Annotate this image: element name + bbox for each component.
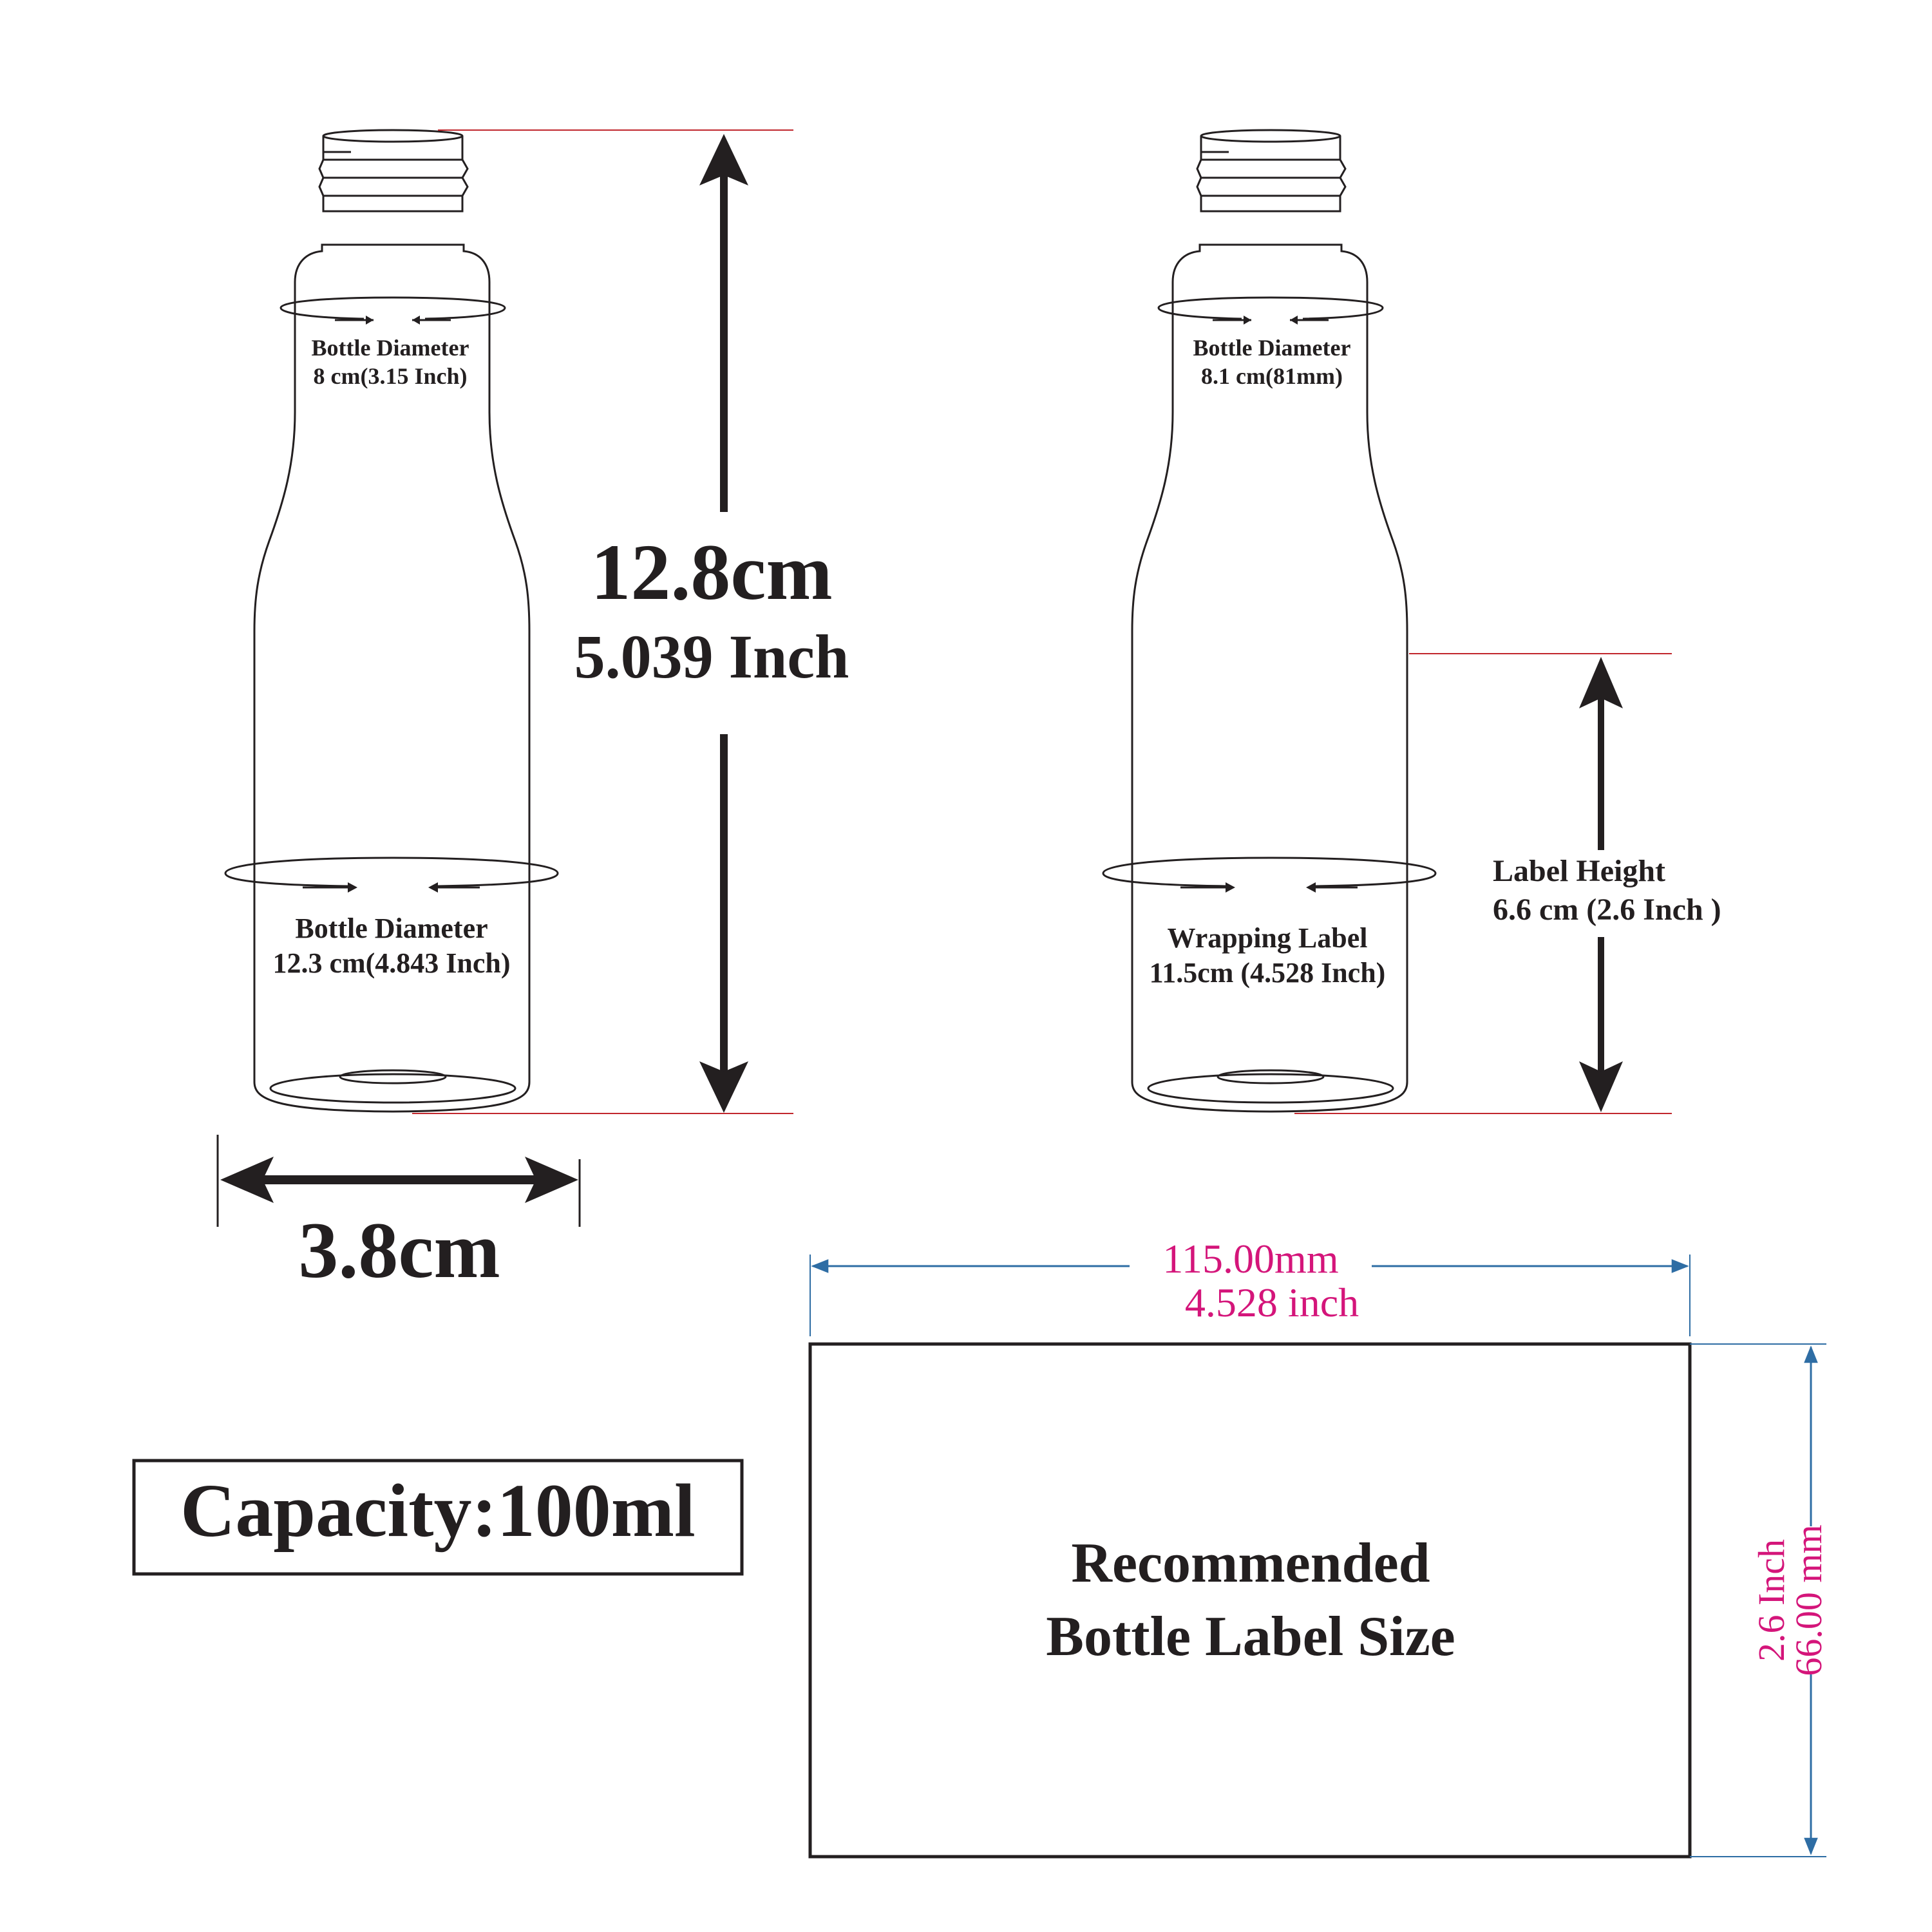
height-arrowhead-down [699, 1061, 748, 1113]
left-neck-diameter-ring [279, 296, 506, 320]
left-body-diameter-ring [224, 857, 559, 887]
left-neck-diameter-value: 8 cm(3.15 Inch) [314, 363, 468, 389]
left-bottle [224, 129, 559, 1113]
label-width-inch: 4.528 inch [1185, 1280, 1359, 1325]
right-bottle-base-inner [1217, 1069, 1325, 1084]
left-bottle-thread [318, 136, 469, 213]
left-neck-diameter-title: Bottle Diameter [312, 335, 469, 361]
label-height-arrowhead-up [1579, 657, 1623, 708]
width-arrowhead-right [525, 1157, 578, 1203]
left-body-diameter-value: 12.3 cm(4.843 Inch) [272, 947, 510, 979]
label-height-arrowhead-down [1579, 1061, 1623, 1112]
label-width-mm: 115.00mm [1162, 1236, 1338, 1282]
left-width-dimension [216, 1135, 581, 1227]
recommended-label-box [808, 1342, 1692, 1859]
label-height-value: 6.6 cm (2.6 Inch ) [1493, 893, 1721, 927]
capacity-box [132, 1459, 744, 1576]
right-neck-diameter-ring [1157, 296, 1384, 320]
label-box-height-inch: 2.6 Inch [1750, 1539, 1792, 1662]
recommended-title-line2: Bottle Label Size [1046, 1605, 1455, 1668]
label-box-height-mm: 66.00 mm [1788, 1524, 1830, 1676]
left-bottle-base-inner [339, 1069, 447, 1084]
right-bottle-thread [1196, 136, 1347, 213]
right-wrapping-label-title: Wrapping Label [1168, 922, 1368, 954]
left-bottle-top-rim [322, 129, 464, 143]
right-neck-diameter-value: 8.1 cm(81mm) [1201, 363, 1343, 389]
recommended-title-line1: Recommended [1071, 1532, 1430, 1595]
left-bottle-outline [253, 243, 531, 1113]
right-neck-diameter-title: Bottle Diameter [1193, 335, 1351, 361]
left-height-inch: 5.039 Inch [574, 622, 849, 691]
left-height-cm: 12.8cm [591, 528, 832, 616]
right-wrapping-label-value: 11.5cm (4.528 Inch) [1150, 957, 1386, 989]
right-bottle-outline [1131, 243, 1408, 1113]
left-width-value: 3.8cm [298, 1206, 500, 1294]
label-height-dimension-arrow [1579, 657, 1623, 1112]
label-height-title: Label Height [1493, 854, 1665, 888]
width-arrowhead-left [220, 1157, 274, 1203]
capacity-text: Capacity:100ml [180, 1468, 696, 1553]
right-wrap-label-ring [1102, 857, 1437, 887]
right-bottle-base-outer [1147, 1073, 1394, 1104]
left-body-diameter-title: Bottle Diameter [295, 913, 488, 944]
right-bottle [1102, 129, 1437, 1113]
left-bottle-base-outer [269, 1073, 516, 1104]
left-height-dimension-arrow [699, 134, 748, 1113]
right-bottle-top-rim [1200, 129, 1341, 143]
height-arrowhead-up [699, 134, 748, 185]
